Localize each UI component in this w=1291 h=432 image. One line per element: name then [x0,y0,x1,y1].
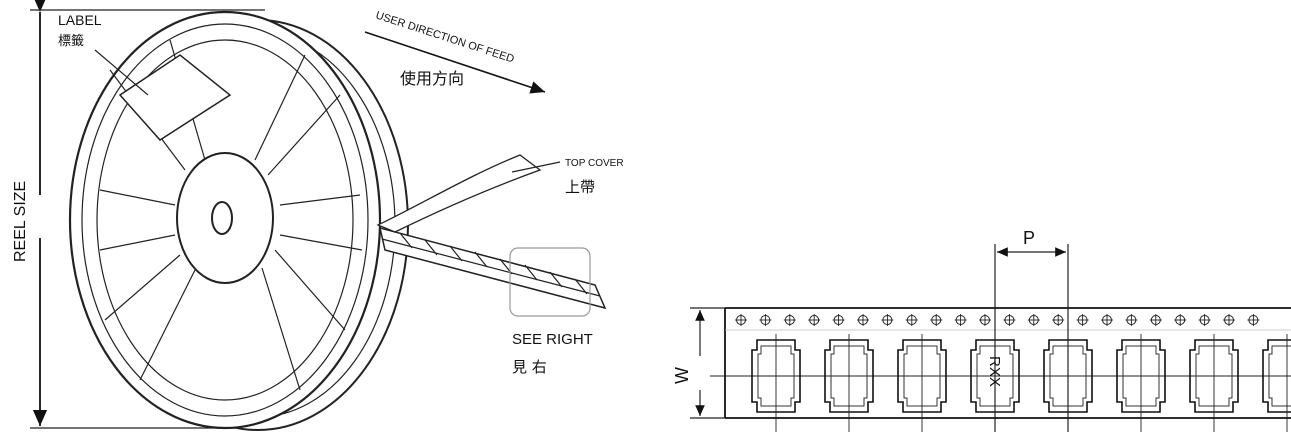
sprocket-hole [905,314,918,326]
feed-text-cn: 使用方向 [400,69,464,88]
carrier-tape-feed [376,154,607,310]
sprocket-hole [1149,314,1162,326]
sprocket-hole [1174,314,1187,326]
sprocket-hole [1198,314,1211,326]
label-text-cn: 標籤 [58,34,84,49]
sprocket-hole [735,314,747,326]
width-dimension [690,307,725,419]
top-cover-text-en: TOP COVER [565,158,624,169]
sprocket-hole [1125,314,1138,326]
pitch-label: P [1023,228,1035,248]
pitch-dimension [994,244,1069,432]
sprocket-hole [1003,314,1016,326]
component-pocket [824,334,874,432]
sprocket-holes [735,314,1260,326]
part-marking: RXX [986,356,1003,387]
sprocket-hole [808,314,821,326]
component-pocket [1262,334,1291,432]
label-leader [94,49,149,96]
sprocket-hole [930,314,943,326]
component-pocket [1189,334,1239,432]
component-pocket [970,334,1020,432]
sprocket-hole [1027,314,1040,326]
reel-size-dimension [30,0,265,429]
sprocket-hole [857,314,869,326]
component-pocket [1116,334,1166,432]
feed-direction-arrow [364,31,546,94]
sprocket-hole [1052,314,1065,326]
see-right-box [509,247,591,317]
see-right-text-cn: 見 右 [512,358,547,376]
label-text-en: LABEL [58,12,102,28]
sprocket-hole [832,314,845,326]
sprocket-hole [1101,314,1113,326]
component-pocket [751,334,801,432]
sprocket-hole [979,314,991,326]
width-label: W [672,367,692,384]
component-pocket [1043,334,1093,432]
sprocket-hole [1223,314,1235,326]
sprocket-hole [783,314,796,326]
tape-detail: W P RXX [672,228,1291,432]
reel-label-area [118,54,232,141]
reel-spokes [99,39,363,391]
sprocket-hole [881,314,894,326]
sprocket-hole [1076,314,1089,326]
feed-text-en: USER DIRECTION OF FEED [374,9,516,65]
reel-size-label: REEL SIZE [12,181,29,262]
component-pocket [897,334,947,432]
component-pockets [751,334,1291,432]
see-right-text-en: SEE RIGHT [512,331,593,348]
sprocket-hole [954,314,967,326]
top-cover-text-cn: 上帶 [565,178,595,196]
reel-drawing: REEL SIZE [12,0,624,431]
sprocket-hole [759,314,772,326]
sprocket-hole [1247,314,1260,326]
